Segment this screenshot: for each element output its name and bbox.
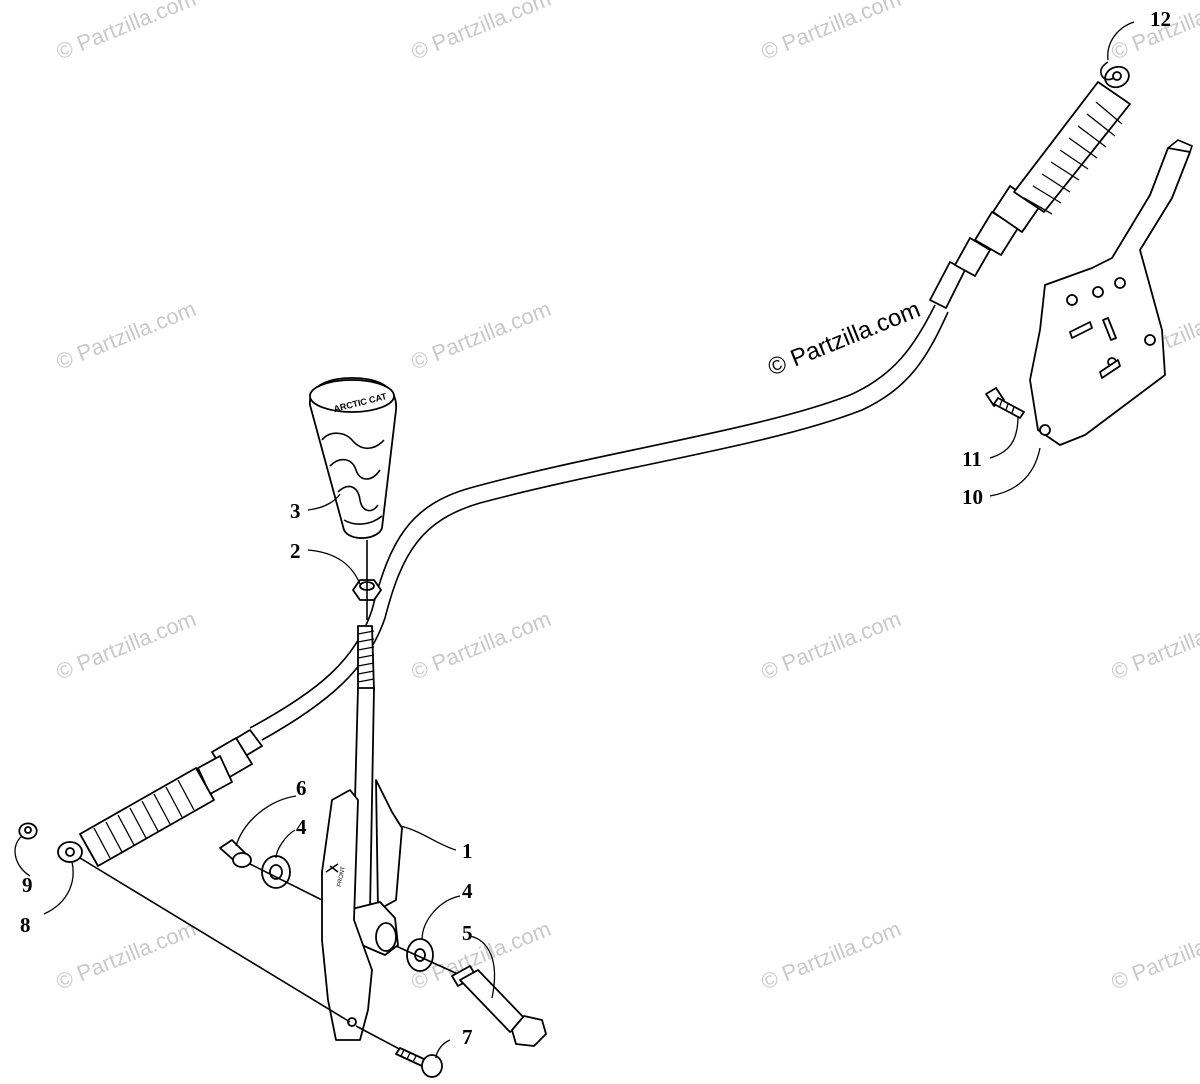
- part-6-bushing: [219, 839, 252, 868]
- cable-lower-end: [79, 729, 263, 867]
- part-8-bushing: [57, 841, 83, 863]
- watermark: © Partzilla.com: [408, 296, 555, 375]
- callout-2: 2: [290, 539, 301, 563]
- part-5-pivot-bolt: [451, 965, 547, 1047]
- cable-upper-end: [929, 61, 1131, 309]
- watermark: © Partzilla.com: [408, 606, 555, 685]
- watermark: © Partzilla.com: [758, 916, 905, 995]
- leader-lines: [14, 21, 1135, 1059]
- watermark: © Partzilla.com: [53, 916, 200, 995]
- callout-12: 12: [1150, 7, 1171, 31]
- part-12-clip-and-bushing: [1100, 61, 1130, 89]
- callout-10: 10: [962, 485, 983, 509]
- cable-upper-boot: [1013, 81, 1131, 215]
- callout-4-right: 4: [462, 879, 473, 903]
- cable-lower-boot: [79, 767, 215, 867]
- partzilla-credit: © Partzilla.com: [764, 296, 924, 382]
- callout-9: 9: [22, 873, 33, 897]
- part-3-shift-knob: ARCTIC CAT: [309, 377, 397, 539]
- part-4-washer-right: [406, 938, 434, 972]
- watermark: © Partzilla.com: [758, 606, 905, 685]
- part-11-screw: [985, 387, 1025, 419]
- watermark: © Partzilla.com: [53, 296, 200, 375]
- pivot-axis-right: [395, 945, 461, 976]
- callout-4-left: 4: [296, 815, 307, 839]
- callout-6: 6: [296, 776, 307, 800]
- part-7-screw: [355, 1025, 443, 1078]
- watermark: © Partzilla.com: [408, 0, 555, 65]
- lever-arrow-label: FRONT: [337, 866, 347, 888]
- callout-8: 8: [20, 913, 31, 937]
- callout-11: 11: [962, 447, 982, 471]
- part-10-mounting-bracket: [1029, 139, 1193, 446]
- watermark: © Partzilla.com: [53, 0, 200, 65]
- watermark: © Partzilla.com: [1108, 606, 1200, 685]
- lever-mounting-plate: FRONT: [321, 789, 373, 1041]
- watermark: © Partzilla.com: [758, 0, 905, 65]
- cable-end-axis: [79, 857, 351, 1023]
- callout-7: 7: [462, 1025, 473, 1049]
- watermark: © Partzilla.com: [1108, 916, 1200, 995]
- watermark: © Partzilla.com: [53, 606, 200, 685]
- callout-1: 1: [462, 839, 473, 863]
- callouts: 1 2 3 4 4 5 6 7 8 9 10 11 12: [20, 7, 1171, 1049]
- part-9-clip: [18, 822, 38, 840]
- callout-5: 5: [462, 921, 473, 945]
- pivot-axis-left: [249, 863, 323, 901]
- callout-3: 3: [290, 499, 301, 523]
